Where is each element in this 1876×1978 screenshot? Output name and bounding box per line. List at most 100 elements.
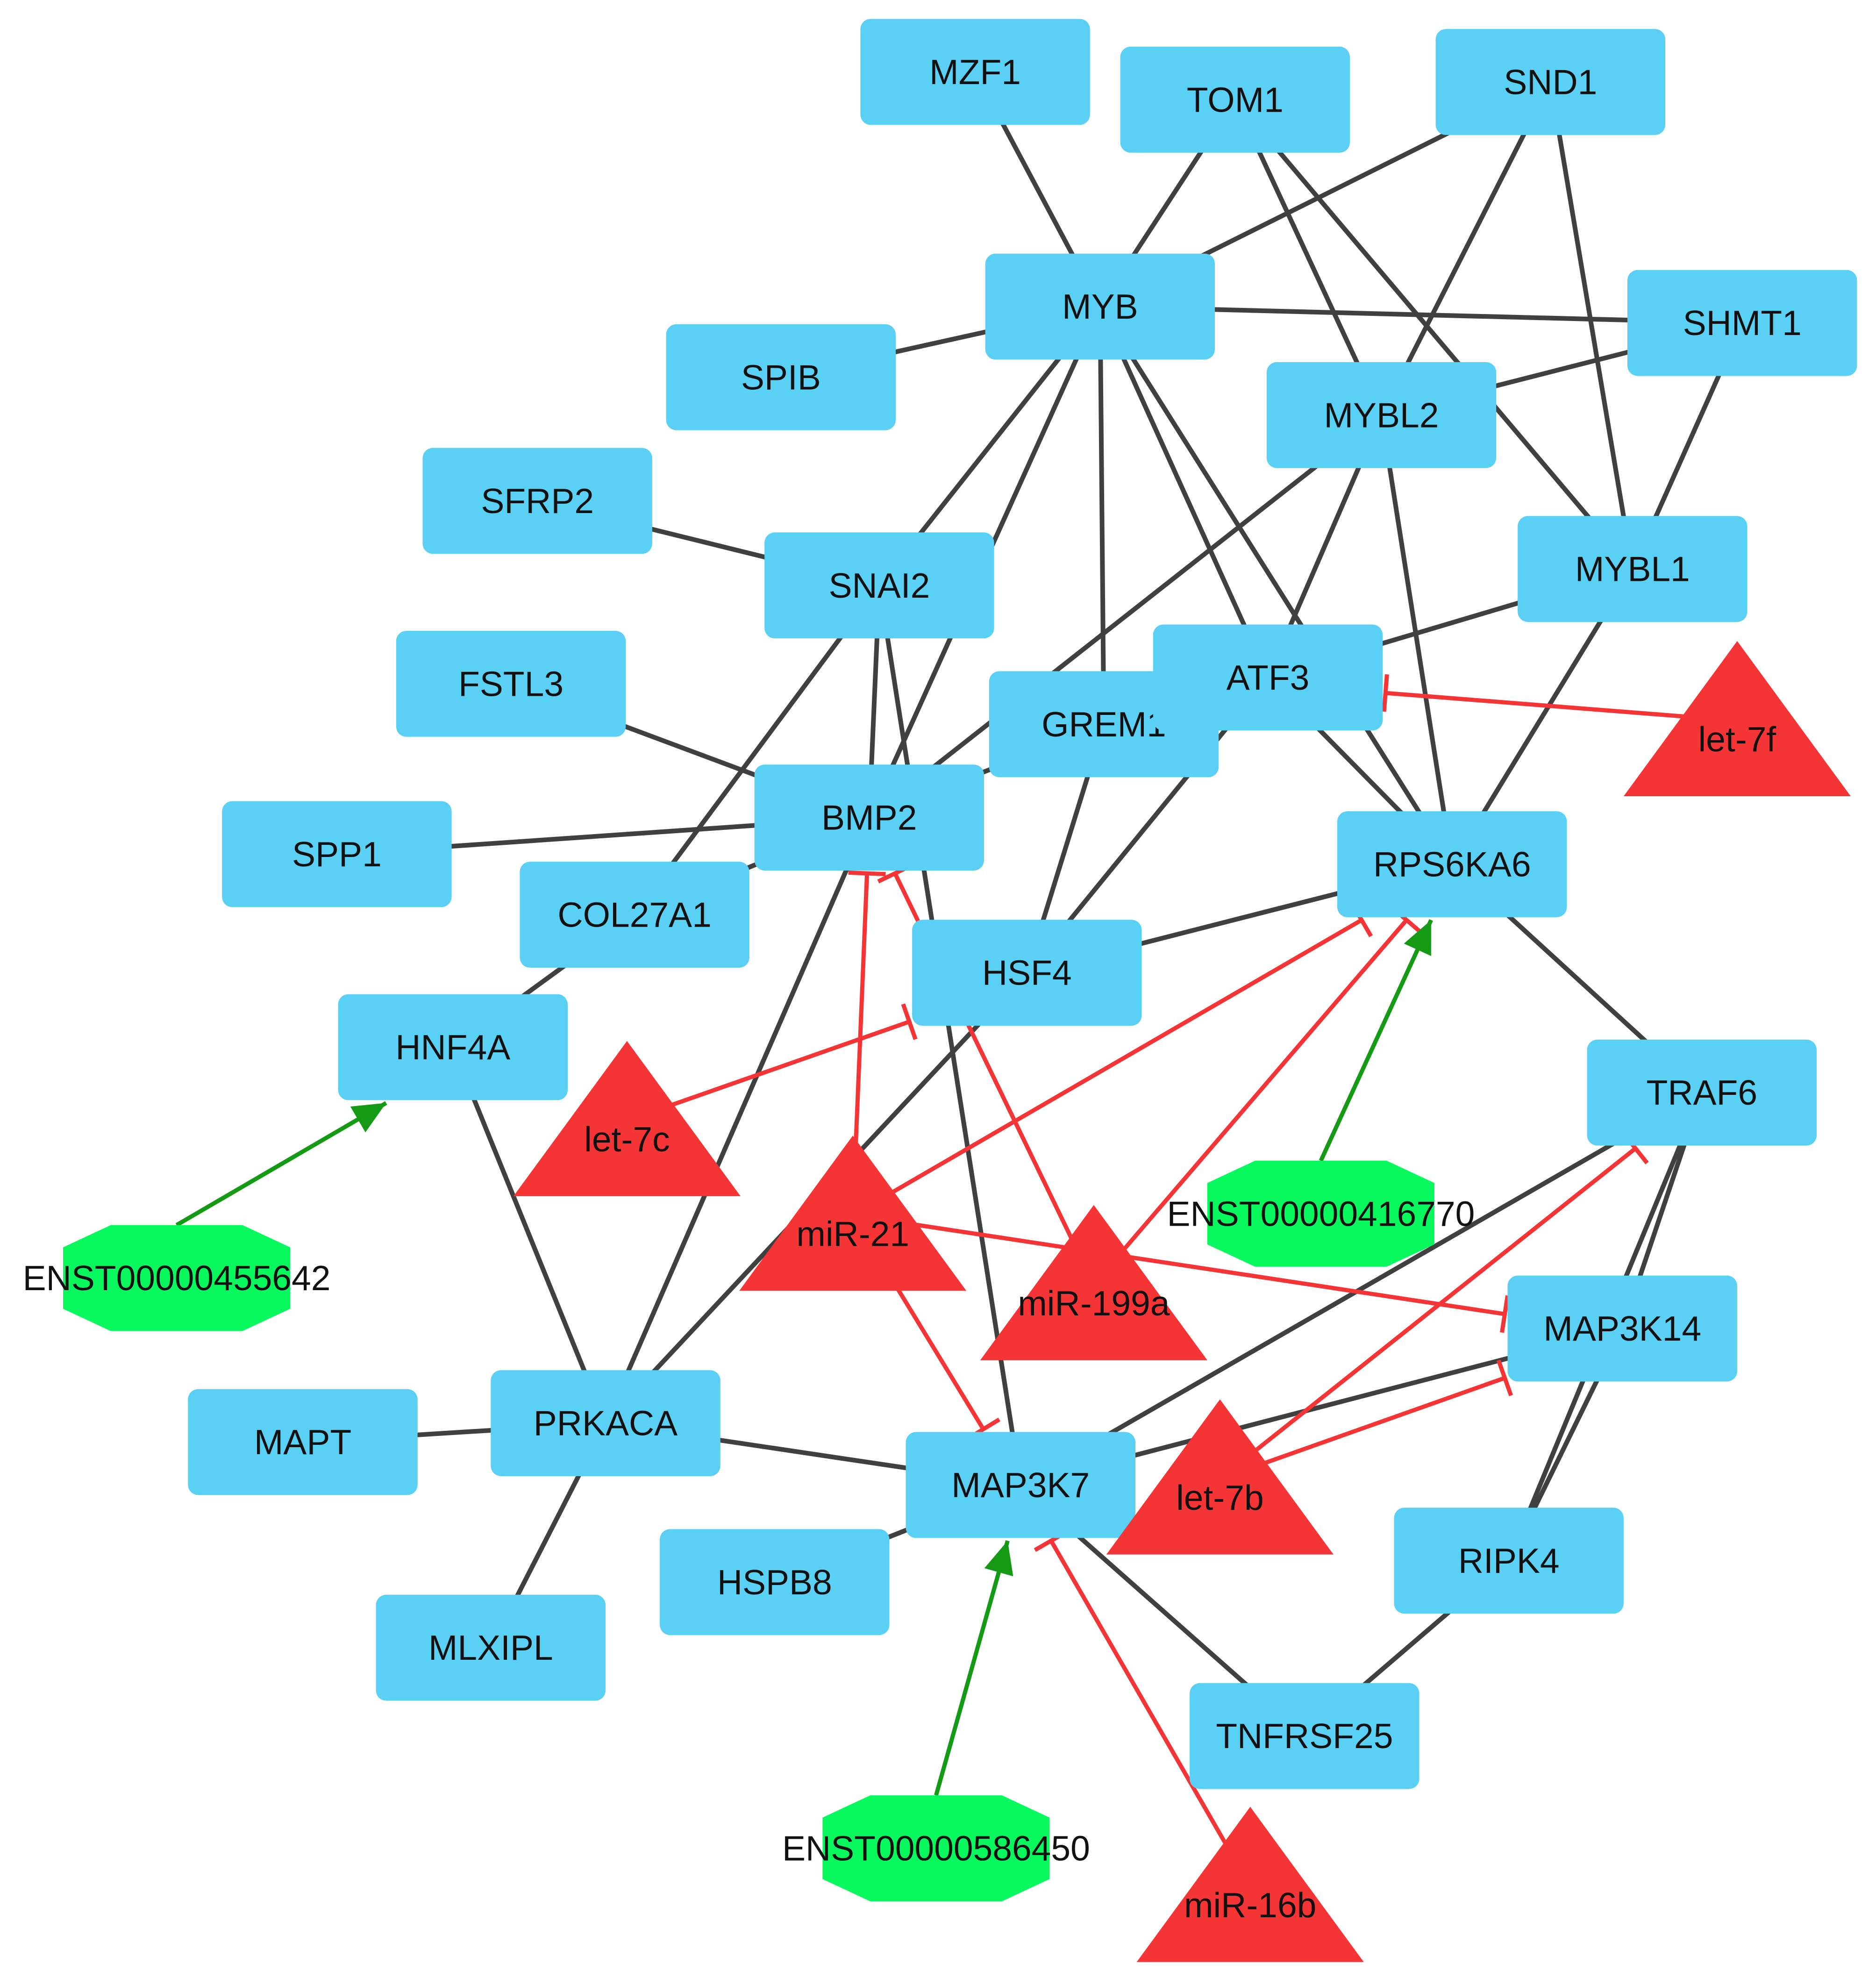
node-TRAF6[interactable]: TRAF6 xyxy=(1587,1039,1817,1146)
node-label: TOM1 xyxy=(1187,80,1284,119)
gene-node-shape xyxy=(764,532,994,639)
activation-ENST00000416770-RPS6KA6 xyxy=(1319,919,1433,1162)
inhibition-bar xyxy=(1500,1295,1510,1333)
node-MYBL2[interactable]: MYBL2 xyxy=(1266,362,1497,468)
node-label: ENST00000586450 xyxy=(782,1829,1090,1868)
node-PRKACA[interactable]: PRKACA xyxy=(491,1370,720,1476)
node-MAP3K14[interactable]: MAP3K14 xyxy=(1507,1275,1737,1382)
node-ENST00000455642[interactable]: ENST00000455642 xyxy=(23,1225,331,1331)
edge-MYBL2-BMP2 xyxy=(868,413,1383,820)
gene-node-shape xyxy=(376,1594,606,1701)
gene-node-shape xyxy=(1435,29,1665,135)
edge-MYB-GREM1 xyxy=(1098,307,1106,724)
gene-node-shape xyxy=(1153,624,1383,731)
node-BMP2[interactable]: BMP2 xyxy=(754,764,984,871)
node-ATF3[interactable]: ATF3 xyxy=(1153,624,1383,731)
node-miR-16b[interactable]: miR-16b xyxy=(1136,1807,1364,1962)
gene-node-shape xyxy=(1266,362,1497,468)
node-SND1[interactable]: SND1 xyxy=(1435,29,1665,135)
gene-node-shape xyxy=(1587,1039,1817,1146)
inhibition-bar xyxy=(1496,1359,1513,1397)
edge-MYBL2-RPS6KA6 xyxy=(1379,414,1455,865)
mirna-node-shape xyxy=(1106,1399,1334,1555)
node-HSF4[interactable]: HSF4 xyxy=(912,920,1142,1026)
node-label: let-7b xyxy=(1176,1478,1264,1517)
node-let-7c[interactable]: let-7c xyxy=(513,1041,741,1196)
node-label: TRAF6 xyxy=(1647,1073,1758,1112)
node-label: GREM1 xyxy=(1041,705,1166,744)
node-ENST00000416770[interactable]: ENST00000416770 xyxy=(1167,1161,1475,1267)
node-label: PRKACA xyxy=(534,1404,678,1443)
node-SNAI2[interactable]: SNAI2 xyxy=(764,532,994,639)
mirna-node-shape xyxy=(739,1135,967,1291)
node-label: SPIB xyxy=(741,357,821,397)
gene-node-shape xyxy=(906,1432,1135,1538)
node-MAPT[interactable]: MAPT xyxy=(188,1389,418,1495)
gene-node-shape xyxy=(666,324,896,430)
gene-node-shape xyxy=(396,631,626,737)
arrow-head xyxy=(1404,920,1431,956)
edge-SNAI2-MAP3K7 xyxy=(877,585,1023,1485)
inhibition-bar xyxy=(901,1003,918,1040)
edge-HNF4A-PRKACA xyxy=(450,1046,608,1424)
inhibition-bar xyxy=(848,870,886,877)
edge-SND1-MYBL1 xyxy=(1548,81,1635,570)
gene-node-shape xyxy=(860,19,1090,125)
node-SHMT1[interactable]: SHMT1 xyxy=(1627,270,1857,376)
activation-ENST00000586450-MAP3K7 xyxy=(934,1540,1013,1796)
gene-node-shape xyxy=(188,1389,418,1495)
inhibition-bar xyxy=(1382,674,1389,712)
lncrna-node-shape xyxy=(63,1225,290,1331)
node-label: SPP1 xyxy=(292,835,382,874)
node-MAP3K7[interactable]: MAP3K7 xyxy=(906,1432,1135,1538)
node-RIPK4[interactable]: RIPK4 xyxy=(1394,1507,1624,1614)
node-let-7f[interactable]: let-7f xyxy=(1623,641,1851,796)
node-RPS6KA6[interactable]: RPS6KA6 xyxy=(1337,811,1567,917)
gene-node-shape xyxy=(520,862,749,968)
node-MYBL1[interactable]: MYBL1 xyxy=(1518,516,1748,622)
mirna-node-shape xyxy=(1136,1807,1364,1962)
node-label: HSPB8 xyxy=(717,1563,832,1602)
node-COL27A1[interactable]: COL27A1 xyxy=(520,862,749,968)
edge-BMP2-PRKACA xyxy=(603,816,871,1424)
node-label: SND1 xyxy=(1504,63,1597,102)
node-label: MAP3K14 xyxy=(1543,1309,1701,1348)
node-ENST00000586450[interactable]: ENST00000586450 xyxy=(782,1795,1090,1901)
gene-node-shape xyxy=(491,1370,720,1476)
node-MYB[interactable]: MYB xyxy=(985,253,1215,360)
node-HNF4A[interactable]: HNF4A xyxy=(338,994,568,1100)
node-label: SHMT1 xyxy=(1683,303,1802,343)
gene-node-shape xyxy=(912,920,1142,1026)
node-HSPB8[interactable]: HSPB8 xyxy=(660,1529,890,1635)
node-label: MYB xyxy=(1062,287,1138,326)
node-miR-199a[interactable]: miR-199a xyxy=(980,1205,1207,1360)
gene-node-shape xyxy=(1627,270,1857,376)
edge-SNAI2-COL27A1 xyxy=(633,584,881,916)
inhibition-let-7f-ATF3 xyxy=(1382,674,1738,723)
node-SFRP2[interactable]: SFRP2 xyxy=(422,448,652,554)
node-TOM1[interactable]: TOM1 xyxy=(1120,46,1350,153)
mirna-node-shape xyxy=(980,1205,1207,1360)
node-SPP1[interactable]: SPP1 xyxy=(222,801,452,907)
node-label: miR-199a xyxy=(1018,1284,1170,1323)
node-miR-21[interactable]: miR-21 xyxy=(739,1135,967,1291)
edge-MYB-ATF3 xyxy=(1098,306,1270,678)
node-label: MYBL2 xyxy=(1324,395,1439,435)
gene-node-shape xyxy=(985,253,1215,360)
node-label: BMP2 xyxy=(821,798,917,837)
node-TNFRSF25[interactable]: TNFRSF25 xyxy=(1190,1683,1419,1789)
node-label: SNAI2 xyxy=(829,566,930,605)
node-MLXIPL[interactable]: MLXIPL xyxy=(376,1594,606,1701)
node-label: ENST00000455642 xyxy=(23,1258,331,1298)
node-FSTL3[interactable]: FSTL3 xyxy=(396,631,626,737)
node-label: MAP3K7 xyxy=(951,1465,1090,1505)
node-let-7b[interactable]: let-7b xyxy=(1106,1399,1334,1555)
node-SPIB[interactable]: SPIB xyxy=(666,324,896,430)
node-MZF1[interactable]: MZF1 xyxy=(860,19,1090,125)
lncrna-node-shape xyxy=(1207,1161,1434,1267)
edge-TRAF6-MAP3K7 xyxy=(1019,1090,1703,1487)
gene-node-shape xyxy=(338,994,568,1100)
node-label: HSF4 xyxy=(982,953,1072,993)
